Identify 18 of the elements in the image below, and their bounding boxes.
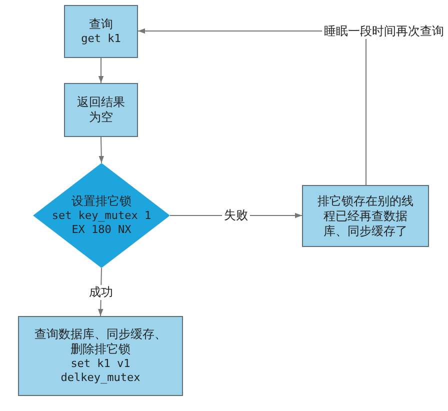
command-text: set k1 v1 delkey_mutex	[60, 357, 142, 385]
process-box	[64, 83, 138, 137]
command-text: set key_mutex 1 EX 180 NX	[50, 209, 152, 237]
process-box	[18, 316, 183, 396]
node-text: 设置排它锁	[72, 194, 132, 209]
node-text: 查询	[89, 17, 113, 32]
arrow	[98, 58, 104, 84]
edge-label: 失败	[222, 208, 250, 223]
edge-label: 睡眠一段时间再次查询	[322, 24, 446, 38]
decision-diamond	[33, 163, 170, 268]
arrow	[98, 136, 104, 164]
process-box	[302, 185, 429, 247]
node-text: 排它锁存在别的线程已经再查数据库、同步缓存了	[316, 194, 414, 238]
edge-label: 成功	[87, 284, 115, 300]
process-box	[64, 5, 138, 58]
node-text: 返回结果为空	[76, 95, 126, 125]
node-text: 查询数据库、同步缓存、删除排它锁	[34, 327, 168, 357]
command-text: get k1	[81, 32, 121, 46]
